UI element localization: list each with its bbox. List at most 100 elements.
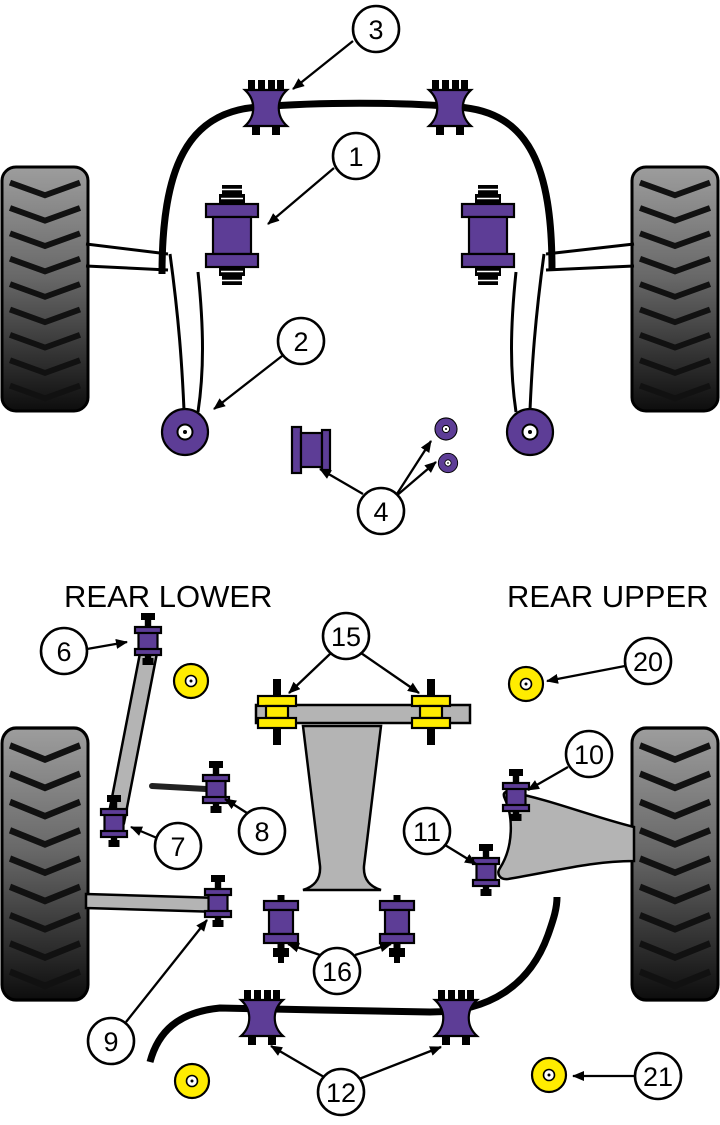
callout-21-circle — [633, 1051, 683, 1101]
callout-12-arrow-a — [270, 1045, 325, 1078]
callout-11-circle — [402, 806, 452, 856]
callout-10: 10 — [564, 729, 614, 779]
callout-2-circle — [276, 316, 326, 366]
callout-8-number: 8 — [254, 817, 269, 847]
front-right-link-lower — [545, 264, 635, 272]
callout-2-arrow — [213, 355, 283, 410]
callout-12: 12 — [316, 1067, 366, 1117]
front-round-bushing-left — [160, 407, 210, 457]
callout-20-number: 20 — [633, 647, 663, 677]
rear-link-rod-8 — [149, 783, 209, 792]
callout-2: 2 — [276, 316, 326, 366]
callout-1: 1 — [331, 131, 381, 181]
callout-4-arrow-c — [394, 461, 437, 498]
rear-bushing-9 — [203, 873, 233, 929]
rear-trailing-arm — [84, 892, 222, 914]
callout-12-arrow-b — [358, 1045, 442, 1081]
rear-bushing-16-right — [378, 893, 416, 965]
rear-left-tire — [2, 728, 88, 1000]
small-bush-kit-round-b — [437, 452, 459, 474]
callout-12-number: 12 — [326, 1078, 356, 1108]
callout-3-circle — [351, 4, 401, 54]
callout-20-circle — [623, 636, 673, 686]
callout-8-arrow — [224, 798, 248, 814]
callout-6-number: 6 — [56, 637, 71, 667]
callout-4-arrow-b — [394, 440, 432, 498]
front-left-arm-inner — [196, 271, 204, 413]
rear-upper-arm — [497, 790, 636, 881]
callout-6-circle — [39, 626, 89, 676]
callout-11-number: 11 — [413, 817, 441, 847]
callout-2-number: 2 — [293, 327, 308, 357]
front-antiroll-bar — [158, 99, 556, 275]
callout-8: 8 — [237, 806, 287, 856]
callout-10-arrow — [527, 766, 569, 791]
callout-3-arrow — [292, 40, 354, 90]
small-bush-kit-round-a — [434, 417, 458, 441]
rear-antiroll-bar — [146, 896, 561, 1063]
callout-16: 16 — [312, 946, 362, 996]
front-right-tire — [632, 167, 718, 411]
callout-20-arrow — [546, 664, 626, 684]
rear-bushing-8 — [201, 759, 231, 815]
callout-8-circle — [237, 806, 287, 856]
callout-7-number: 7 — [170, 832, 185, 862]
callout-16-number: 16 — [322, 957, 352, 987]
rear-upper-label: REAR UPPER — [507, 579, 709, 614]
callout-4: 4 — [356, 486, 406, 536]
rear-right-tire — [632, 728, 718, 1000]
front-round-bushing-right — [505, 407, 555, 457]
rear-yellow-bushing-20 — [507, 665, 545, 703]
callout-3: 3 — [351, 4, 401, 54]
rear-arb-bushing-right — [433, 988, 479, 1047]
front-right-link-upper — [545, 242, 635, 256]
callout-15: 15 — [321, 611, 371, 661]
callout-21: 21 — [633, 1051, 683, 1101]
front-left-arm-outer — [168, 253, 186, 411]
callout-10-number: 10 — [574, 740, 604, 770]
callout-7-circle — [153, 821, 203, 871]
rear-yellow-bushing-left-lower — [173, 1062, 211, 1100]
callout-16-circle — [312, 946, 362, 996]
front-wishbone-bushing-left — [204, 183, 260, 287]
callout-15-circle — [321, 611, 371, 661]
callout-1-arrow — [267, 167, 335, 225]
callout-16-arrow-a — [287, 942, 321, 957]
callout-16-arrow-b — [354, 942, 392, 957]
callout-7-arrow — [130, 825, 158, 840]
callout-1-circle — [331, 131, 381, 181]
callout-4-circle — [356, 486, 406, 536]
callout-6-arrow — [86, 638, 128, 651]
callout-9-number: 9 — [103, 1027, 118, 1057]
callout-20: 20 — [623, 636, 673, 686]
front-wishbone-bushing-right — [460, 183, 516, 287]
callout-4-number: 4 — [373, 497, 388, 527]
small-bush-kit-cylinder — [290, 425, 332, 475]
callout-11: 11 — [402, 806, 452, 856]
callout-6: 6 — [39, 626, 89, 676]
callout-9-circle — [86, 1016, 136, 1066]
callout-10-circle — [564, 729, 614, 779]
callout-7: 7 — [153, 821, 203, 871]
rear-yellow-bushing-left-upper — [172, 662, 210, 700]
callout-21-number: 21 — [643, 1062, 673, 1092]
rear-yellow-bushing-21 — [530, 1056, 568, 1094]
callout-12-circle — [316, 1067, 366, 1117]
callout-4-arrow-a — [319, 468, 364, 495]
callout-15-arrow-b — [360, 652, 420, 694]
rear-lower-label: REAR LOWER — [64, 579, 272, 614]
rear-bushing-11 — [471, 842, 501, 898]
front-left-tire — [2, 167, 88, 411]
rear-bushing-16-left — [262, 893, 300, 965]
front-right-arm-inner — [510, 271, 518, 413]
front-left-link-lower — [85, 264, 169, 272]
front-right-arm-outer — [528, 253, 546, 411]
callout-15-arrow-a — [288, 652, 332, 694]
callout-15-number: 15 — [331, 622, 361, 652]
rear-arb-bushing-left — [239, 988, 285, 1047]
callout-9-arrow — [125, 919, 208, 1023]
callout-9: 9 — [86, 1016, 136, 1066]
rear-diff-support — [301, 724, 383, 892]
